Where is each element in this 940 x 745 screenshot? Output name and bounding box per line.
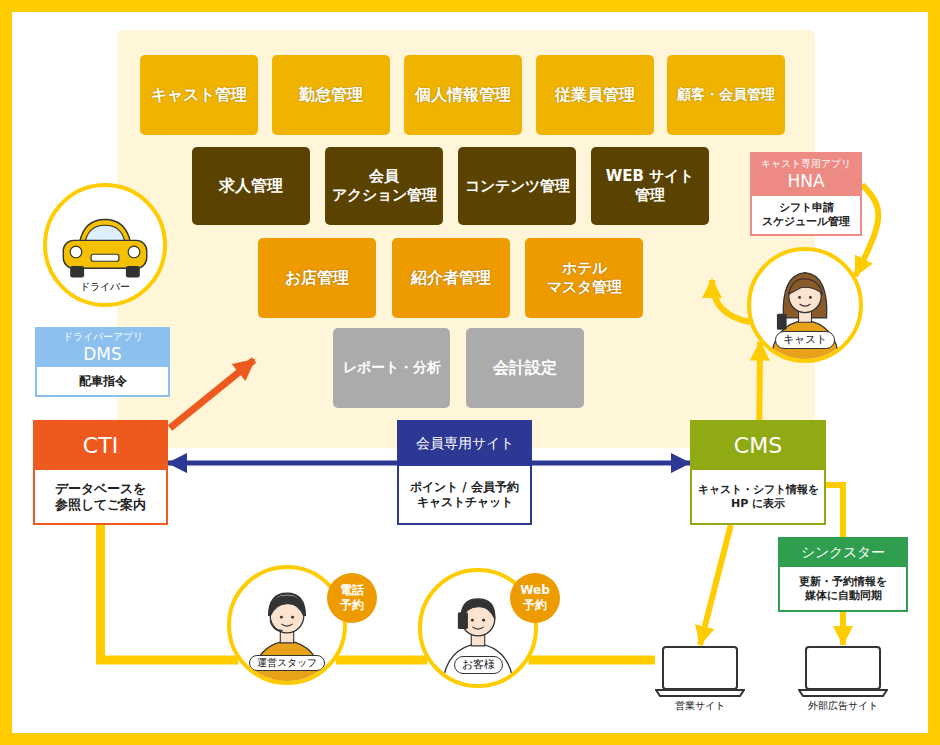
actor-label: ドライバー xyxy=(47,281,163,294)
node-text: 会計設定 xyxy=(493,358,557,378)
system-card: CTI データベースを 参照してご案内 xyxy=(33,420,168,525)
node-text: 勤怠管理 xyxy=(299,85,363,105)
function-tile: 紹介者管理 xyxy=(392,238,510,318)
connector xyxy=(529,655,655,664)
card-header: シンクスター xyxy=(780,539,906,567)
node-text: Web 予約 xyxy=(518,583,552,613)
card-header: ドライバーアプリDMS xyxy=(37,329,168,367)
actor-label: お客様 xyxy=(422,656,534,674)
card-header: CMS xyxy=(692,422,824,470)
card-body: 更新・予約情報を 媒体に自動同期 xyxy=(780,567,906,610)
node-text: キャスト・シフト情報を HP に表示 xyxy=(697,483,819,511)
connector xyxy=(700,525,731,645)
connector xyxy=(840,612,846,645)
function-tile: 顧客・会員管理 xyxy=(667,55,785,135)
node-text: 顧客・会員管理 xyxy=(677,86,775,104)
actor-label: 運営スタッフ xyxy=(231,655,343,672)
node-text: 会員専用サイト xyxy=(416,435,514,453)
system-card: キャスト専用アプリHNA シフト申請 スケジュール管理 xyxy=(750,152,862,236)
node-text: HNA xyxy=(787,171,824,192)
actor-circle: 運営スタッフ xyxy=(227,565,347,685)
node-text: キャスト専用アプリ xyxy=(761,158,851,171)
connector xyxy=(826,485,843,537)
function-tile: 会計設定 xyxy=(466,328,584,408)
cti-arrow xyxy=(170,360,254,428)
node-text: DMS xyxy=(83,344,122,365)
function-tile: コンテンツ管理 xyxy=(458,147,576,225)
connector xyxy=(101,525,239,660)
function-tile: 従業員管理 xyxy=(536,55,654,135)
node-text: 配車指令 xyxy=(79,374,127,389)
channel-badge: 電話 予約 xyxy=(327,573,377,623)
card-body: シフト申請 スケジュール管理 xyxy=(752,196,860,234)
node-text: ドライバーアプリ xyxy=(63,331,143,344)
connector xyxy=(336,656,428,665)
node-text: 個人情報管理 xyxy=(415,85,511,105)
node-text: 会員 アクション管理 xyxy=(329,167,439,205)
laptop-icon xyxy=(798,645,888,697)
card-header: キャスト専用アプリHNA xyxy=(752,154,860,196)
site-laptop: 外部広告サイト xyxy=(798,645,888,717)
actor-label: キャスト xyxy=(751,331,859,349)
function-tile: キャスト管理 xyxy=(140,55,258,135)
card-body: 配車指令 xyxy=(37,367,168,395)
node-text: 従業員管理 xyxy=(555,85,635,105)
function-tile: 求人管理 xyxy=(192,147,310,225)
node-text: WEB サイト 管理 xyxy=(595,167,705,205)
node-text: データベースを 参照してご案内 xyxy=(40,481,161,512)
card-body: ポイント / 会員予約 キャストチャット xyxy=(399,466,530,523)
system-panel xyxy=(117,30,815,448)
node-text: ドライバー xyxy=(80,281,130,294)
node-text: キャスト xyxy=(775,331,835,349)
cast-arrow xyxy=(712,280,750,322)
node-text: 電話 予約 xyxy=(335,583,369,613)
connector xyxy=(532,461,690,466)
node-text: ポイント / 会員予約 キャストチャット xyxy=(404,480,525,510)
node-text: CMS xyxy=(734,432,782,460)
card-body: データベースを 参照してご案内 xyxy=(35,470,166,523)
card-header: 会員専用サイト xyxy=(399,422,530,466)
node-text: お客様 xyxy=(454,656,503,674)
node-text: キャスト管理 xyxy=(151,85,247,105)
function-tile: WEB サイト 管理 xyxy=(591,147,709,225)
function-tile: お店管理 xyxy=(258,238,376,318)
system-card: 会員専用サイトポイント / 会員予約 キャストチャット xyxy=(397,420,532,525)
actor-circle: キャスト xyxy=(747,247,863,363)
channel-badge: Web 予約 xyxy=(510,573,560,623)
node-text: シフト申請 スケジュール管理 xyxy=(757,201,855,229)
node-text: コンテンツ管理 xyxy=(465,177,570,196)
node-text: 運営スタッフ xyxy=(249,655,325,672)
node-text: レポート・分析 xyxy=(343,359,441,377)
laptop-icon xyxy=(655,645,745,697)
node-text: 営業サイト xyxy=(675,700,725,713)
function-tile: レポート・分析 xyxy=(333,328,450,408)
system-card: CMS キャスト・シフト情報を HP に表示 xyxy=(690,420,826,525)
system-card: シンクスター更新・予約情報を 媒体に自動同期 xyxy=(778,537,908,612)
node-text: シンクスター xyxy=(801,544,885,562)
function-tile: 会員 アクション管理 xyxy=(325,147,443,225)
card-body: キャスト・シフト情報を HP に表示 xyxy=(692,470,824,523)
system-card: ドライバーアプリDMS 配車指令 xyxy=(35,327,170,397)
node-text: お店管理 xyxy=(285,268,349,288)
node-text: 求人管理 xyxy=(219,176,283,196)
connector xyxy=(756,342,763,420)
function-tile: 個人情報管理 xyxy=(404,55,522,135)
node-text: 紹介者管理 xyxy=(411,268,491,288)
function-tile: 勤怠管理 xyxy=(272,55,390,135)
function-tile: ホテル マスタ管理 xyxy=(525,238,643,318)
card-header: CTI xyxy=(35,422,166,470)
site-laptop: 営業サイト xyxy=(655,645,745,717)
frame xyxy=(6,6,934,739)
node-text: CTI xyxy=(83,432,118,460)
node-text: ホテル マスタ管理 xyxy=(529,259,639,297)
node-text: 更新・予約情報を 媒体に自動同期 xyxy=(785,575,901,603)
actor-circle: ドライバー xyxy=(43,183,167,307)
node-text: 外部広告サイト xyxy=(808,700,878,713)
connector xyxy=(168,461,397,466)
